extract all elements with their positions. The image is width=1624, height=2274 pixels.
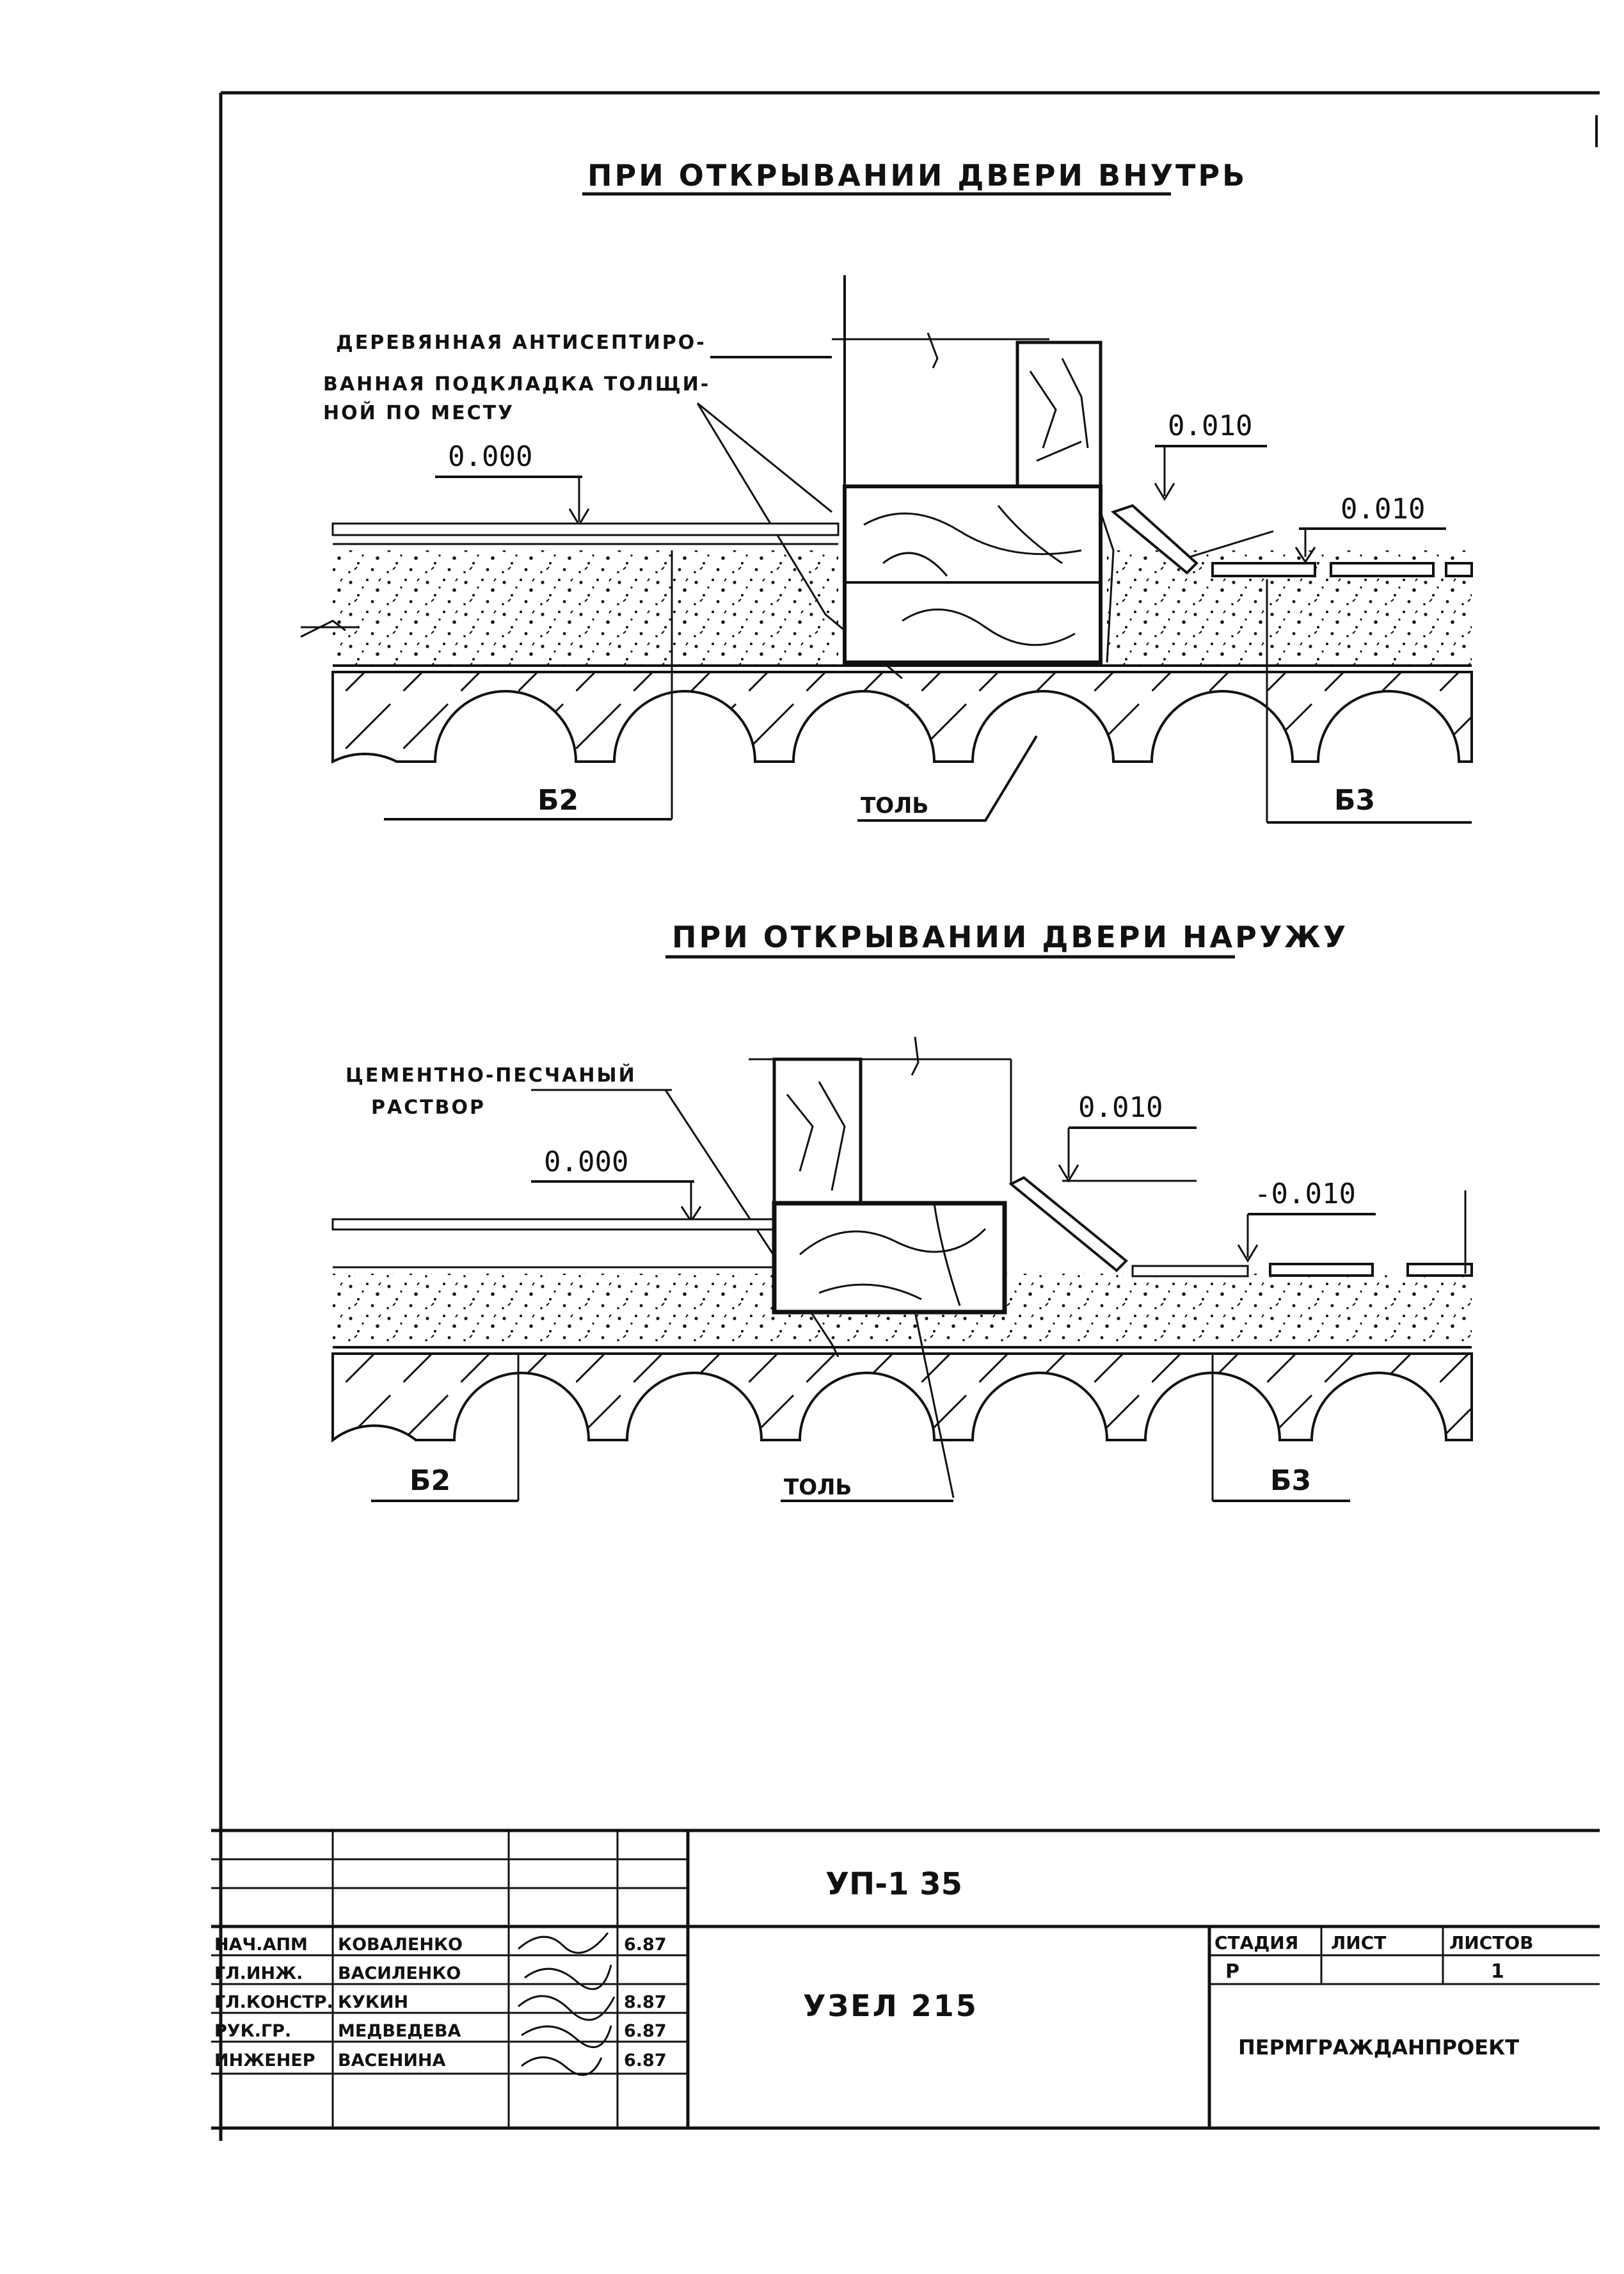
bottom-note-line-2: РАСТВОР <box>371 1096 486 1119</box>
name-3: МЕДВЕДЕВА <box>338 2021 461 2041</box>
bottom-title: ПРИ ОТКРЫВАНИИ ДВЕРИ НАРУЖУ <box>672 920 1348 954</box>
bottom-panel-right: Б3 <box>1270 1464 1311 1497</box>
top-level-door: 0.010 <box>1168 410 1252 442</box>
top-level-outside: 0.010 <box>1341 493 1425 525</box>
organization: ПЕРМГРАЖДАНПРОЕКТ <box>1238 2035 1519 2060</box>
bottom-note-line-1: ЦЕМЕНТНО-ПЕСЧАНЫЙ <box>346 1064 637 1087</box>
top-note-line-2: ВАННАЯ ПОДКЛАДКА ТОЛЩИ- <box>323 373 710 396</box>
top-level-floor: 0.000 <box>448 440 532 473</box>
bottom-seal-label: ТОЛЬ <box>784 1475 852 1500</box>
date-4: 6.87 <box>624 2051 667 2070</box>
name-0: КОВАЛЕНКО <box>338 1935 463 1955</box>
sheet-header: ЛИСТ <box>1331 1932 1386 1953</box>
sheets-value: 1 <box>1491 1960 1504 1983</box>
signature-scribbles <box>518 1932 616 2076</box>
bottom-panel-left: Б2 <box>410 1464 450 1497</box>
top-title: ПРИ ОТКРЫВАНИИ ДВЕРИ ВНУТРЬ <box>587 158 1247 193</box>
top-panel-right: Б3 <box>1334 784 1375 817</box>
bottom-level-floor: 0.000 <box>544 1146 628 1178</box>
top-drawing: ПРИ ОТКРЫВАНИИ ДВЕРИ ВНУТРЬ ДЕРЕВЯННАЯ А… <box>300 158 1473 824</box>
date-3: 6.87 <box>624 2021 667 2041</box>
bottom-level-outside: -0.010 <box>1254 1178 1356 1210</box>
name-4: ВАСЕНИНА <box>338 2051 446 2070</box>
date-0: 6.87 <box>624 1935 667 1955</box>
top-seal-label: ТОЛЬ <box>861 793 928 819</box>
role-1: ГЛ.ИНЖ. <box>214 1964 303 1983</box>
top-panel-left: Б2 <box>537 784 578 817</box>
bottom-drawing: ПРИ ОТКРЫВАНИИ ДВЕРИ НАРУЖУ ЦЕМЕНТНО-ПЕС… <box>331 920 1473 1502</box>
top-note-line-1: ДЕРЕВЯННАЯ АНТИСЕПТИРО- <box>336 332 706 354</box>
series-code: УП-1 35 <box>825 1866 962 1902</box>
name-1: ВАСИЛЕНКО <box>338 1964 461 1983</box>
stage-value: Р <box>1225 1960 1239 1983</box>
sheet-frame <box>219 91 1600 2141</box>
title-block: УП-1 35 УЗЕЛ 215 СТАДИЯ ЛИСТ ЛИСТОВ Р 1 … <box>211 1829 1600 2130</box>
role-2: ГЛ.КОНСТР. <box>214 1992 333 2012</box>
sheets-header: ЛИСТОВ <box>1449 1932 1533 1953</box>
role-4: ИНЖЕНЕР <box>214 2051 315 2070</box>
role-3: РУК.ГР. <box>214 2021 291 2041</box>
role-0: НАЧ.АПМ <box>214 1935 308 1955</box>
name-2: КУКИН <box>338 1992 408 2012</box>
stage-header: СТАДИЯ <box>1214 1932 1298 1953</box>
bottom-level-door: 0.010 <box>1078 1091 1163 1124</box>
top-note-line-3: НОЙ ПО МЕСТУ <box>323 401 514 424</box>
date-2: 8.87 <box>624 1992 667 2012</box>
node-name: УЗЕЛ 215 <box>803 1989 978 2023</box>
